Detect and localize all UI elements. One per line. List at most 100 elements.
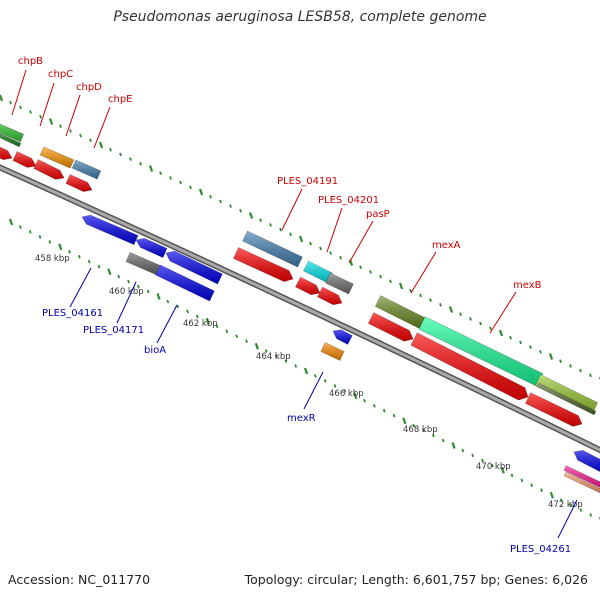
gene-label-chpD[interactable]: chpD xyxy=(76,82,102,93)
ruler-tick xyxy=(48,118,54,125)
ruler-tick xyxy=(298,235,304,243)
kbp-label: 468 kbp xyxy=(403,425,438,435)
ruler-tick xyxy=(461,448,465,453)
upper-feature-track xyxy=(0,120,598,416)
ruler-tick xyxy=(235,334,239,338)
ruler-tick xyxy=(323,379,327,383)
ruler-tick xyxy=(159,171,162,176)
ruler-tick xyxy=(19,105,22,110)
ruler-tick xyxy=(274,354,278,358)
cds-chpB[interactable] xyxy=(0,143,13,161)
feature-mexB[interactable] xyxy=(418,316,544,387)
gene-label-mexA[interactable]: mexA xyxy=(432,240,461,251)
feature-PLES_04261-pink[interactable] xyxy=(563,465,600,490)
ruler-tick xyxy=(109,147,112,152)
feature-PLES_04201[interactable] xyxy=(303,260,333,284)
ruler-tick xyxy=(48,240,52,244)
cds-track xyxy=(0,143,583,427)
ruler-tick xyxy=(329,251,332,255)
ruler-tick xyxy=(98,141,104,149)
cds-mexB[interactable] xyxy=(410,332,529,401)
ruler-tick xyxy=(559,359,562,363)
ruler-tick xyxy=(289,232,292,237)
ruler-tick xyxy=(69,129,72,133)
ruler-tick xyxy=(79,133,82,138)
feature-oprM-edge[interactable] xyxy=(536,382,597,416)
gene-label-chpC[interactable]: chpC xyxy=(48,69,73,80)
gene-label-chpB[interactable]: chpB xyxy=(18,56,43,67)
gene-label-PLES_04261[interactable]: PLES_04261 xyxy=(510,544,571,555)
ruler-tick xyxy=(392,413,396,418)
ruler-tick xyxy=(68,250,71,254)
ruler-tick xyxy=(254,342,259,350)
ruler-tick xyxy=(129,157,132,161)
ruler-tick xyxy=(469,317,472,321)
ruler-tick xyxy=(59,124,62,128)
gene-label-PLES_04171[interactable]: PLES_04171 xyxy=(83,325,144,336)
ruler-tick xyxy=(353,392,358,400)
cds-mexA[interactable] xyxy=(367,312,414,342)
gene-label-PLES_04161[interactable]: PLES_04161 xyxy=(42,308,103,319)
ruler-tick xyxy=(303,367,309,375)
kbp-label: 462 kbp xyxy=(183,319,218,329)
ruler-tick xyxy=(139,161,142,166)
gene-label-chpE[interactable]: chpE xyxy=(108,94,133,105)
ruler-tick xyxy=(579,368,582,373)
ruler-tick xyxy=(389,279,392,284)
ruler-tick xyxy=(319,246,322,251)
ruler-tick xyxy=(479,321,482,326)
gene-label-pasP[interactable]: pasP xyxy=(366,209,390,220)
feature-PLES_04191[interactable] xyxy=(242,230,303,268)
feature-PLES_04171[interactable] xyxy=(135,237,168,258)
ruler-tick xyxy=(8,218,14,226)
kbp-labels: 458 kbp 460 kbp 462 kbp 464 kbp 466 kbp … xyxy=(35,254,583,510)
ruler-tick xyxy=(471,453,475,458)
kbp-label: 464 kbp xyxy=(256,352,291,362)
ruler-tick xyxy=(333,384,337,388)
ruler-tick xyxy=(441,438,445,443)
ruler-tick xyxy=(372,403,376,408)
kbp-label: 470 kbp xyxy=(476,462,511,472)
feature-grey[interactable] xyxy=(125,252,161,275)
ruler-tick xyxy=(166,299,170,304)
ruler-tick xyxy=(313,374,317,378)
ruler-tick xyxy=(169,176,172,180)
feature-chpB-edge[interactable] xyxy=(0,129,22,148)
feature-bioA[interactable] xyxy=(155,264,215,302)
ruler-tick xyxy=(248,212,254,219)
gene-label-PLES_04191[interactable]: PLES_04191 xyxy=(277,176,338,187)
cds-chpD[interactable] xyxy=(33,159,65,180)
ruler-tick xyxy=(58,243,63,251)
gene-label-bioA[interactable]: bioA xyxy=(144,345,166,356)
cds-pasP[interactable] xyxy=(317,286,343,306)
feature-chpE[interactable] xyxy=(71,159,102,180)
ruler-tick xyxy=(402,417,407,425)
feature-chpC[interactable] xyxy=(39,146,75,169)
cds-chpE[interactable] xyxy=(65,174,93,192)
ruler-tick xyxy=(209,194,212,199)
feature-chpB[interactable] xyxy=(0,120,24,143)
ruler-tick xyxy=(219,199,222,204)
ruler-tick xyxy=(451,442,456,449)
cds-oprM[interactable] xyxy=(524,392,583,427)
feature-mexR-orange[interactable] xyxy=(320,342,345,361)
ruler-tick xyxy=(509,335,512,340)
ruler-tick xyxy=(559,498,563,502)
cds-PLES_04191[interactable] xyxy=(233,247,294,282)
feature-bioA-head[interactable] xyxy=(165,250,223,285)
ruler-tick xyxy=(259,218,262,223)
ruler-tick xyxy=(498,329,504,337)
cds-chpC[interactable] xyxy=(12,151,37,168)
label-leaders xyxy=(11,69,578,539)
feature-PLES_04261-salmon[interactable] xyxy=(563,471,600,495)
feature-pasP[interactable] xyxy=(325,272,354,295)
feature-PLES_04261[interactable] xyxy=(573,449,600,473)
gene-label-mexR[interactable]: mexR xyxy=(287,413,316,424)
cds-PLES_04201[interactable] xyxy=(295,276,321,296)
ruler-tick xyxy=(294,364,298,368)
gene-label-PLES_04201[interactable]: PLES_04201 xyxy=(318,195,379,206)
gene-label-mexB[interactable]: mexB xyxy=(513,280,542,291)
ruler-tick xyxy=(359,265,362,270)
feature-mexR[interactable] xyxy=(332,329,353,345)
